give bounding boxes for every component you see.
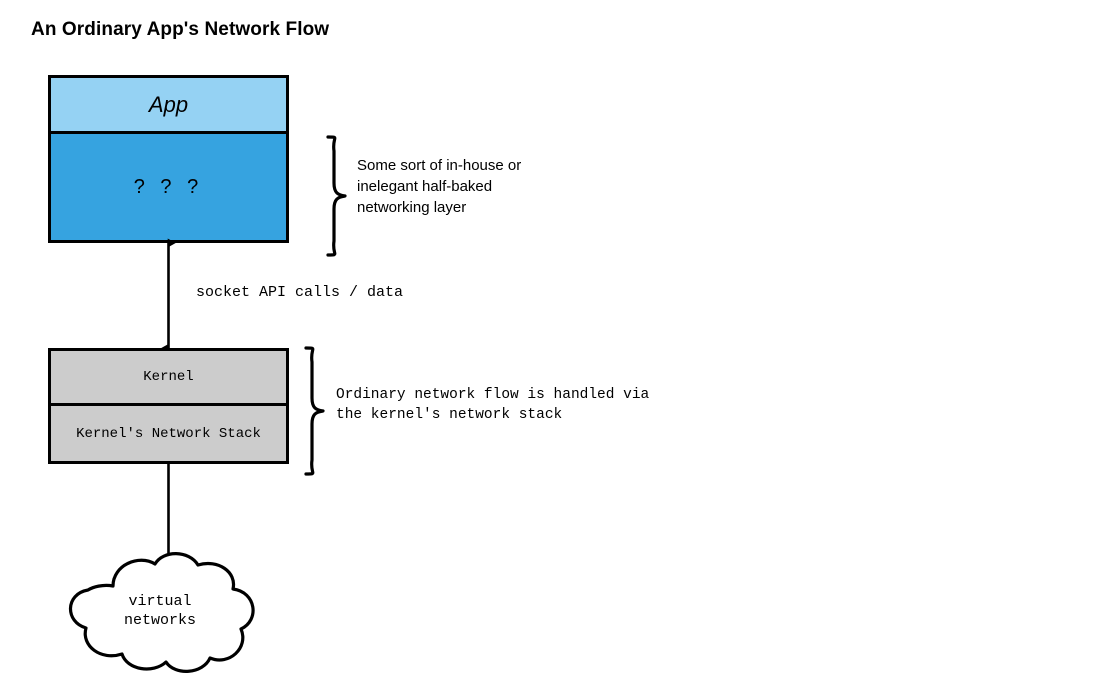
kernel-annotation-line-1: Ordinary network flow is handled via bbox=[336, 387, 650, 403]
cloud-shape-icon bbox=[69, 552, 255, 673]
kernel-annotation-brace-icon bbox=[304, 346, 325, 476]
app-annotation-brace-icon bbox=[326, 135, 347, 257]
app-annotation-line-2: inelegant half-baked bbox=[357, 178, 493, 195]
virtual-networks-cloud: virtual networks bbox=[55, 548, 265, 678]
kernel-network-stack-label: Kernel's Network Stack bbox=[76, 425, 261, 442]
kernel-box-label: Kernel bbox=[143, 369, 194, 385]
unknown-networking-label: ? ? ? bbox=[133, 175, 204, 198]
app-box-label: App bbox=[148, 91, 189, 117]
kernel-stack-box: Kernel Kernel's Network Stack bbox=[48, 348, 289, 464]
kernel-box: Kernel bbox=[51, 351, 286, 406]
socket-api-arrow-label: socket API calls / data bbox=[196, 284, 404, 301]
app-annotation-line-1: Some sort of in-house or bbox=[357, 157, 522, 174]
kernel-network-stack-box: Kernel's Network Stack bbox=[51, 406, 286, 461]
cloud-label: virtual networks bbox=[55, 592, 265, 630]
cloud-label-line-1: virtual bbox=[128, 593, 192, 610]
app-annotation-line-3: networking layer bbox=[357, 199, 467, 216]
unknown-networking-box: ? ? ? bbox=[51, 134, 286, 240]
page-title: An Ordinary App's Network Flow bbox=[31, 19, 330, 40]
kernel-annotation-line-2: the kernel's network stack bbox=[336, 407, 563, 423]
app-stack-box: App ? ? ? bbox=[48, 75, 289, 243]
app-box: App bbox=[51, 78, 286, 134]
app-annotation-text: Some sort of in-house or inelegant half-… bbox=[357, 155, 627, 218]
kernel-annotation-text: Ordinary network flow is handled via the… bbox=[336, 385, 756, 425]
cloud-label-line-2: networks bbox=[123, 612, 196, 629]
